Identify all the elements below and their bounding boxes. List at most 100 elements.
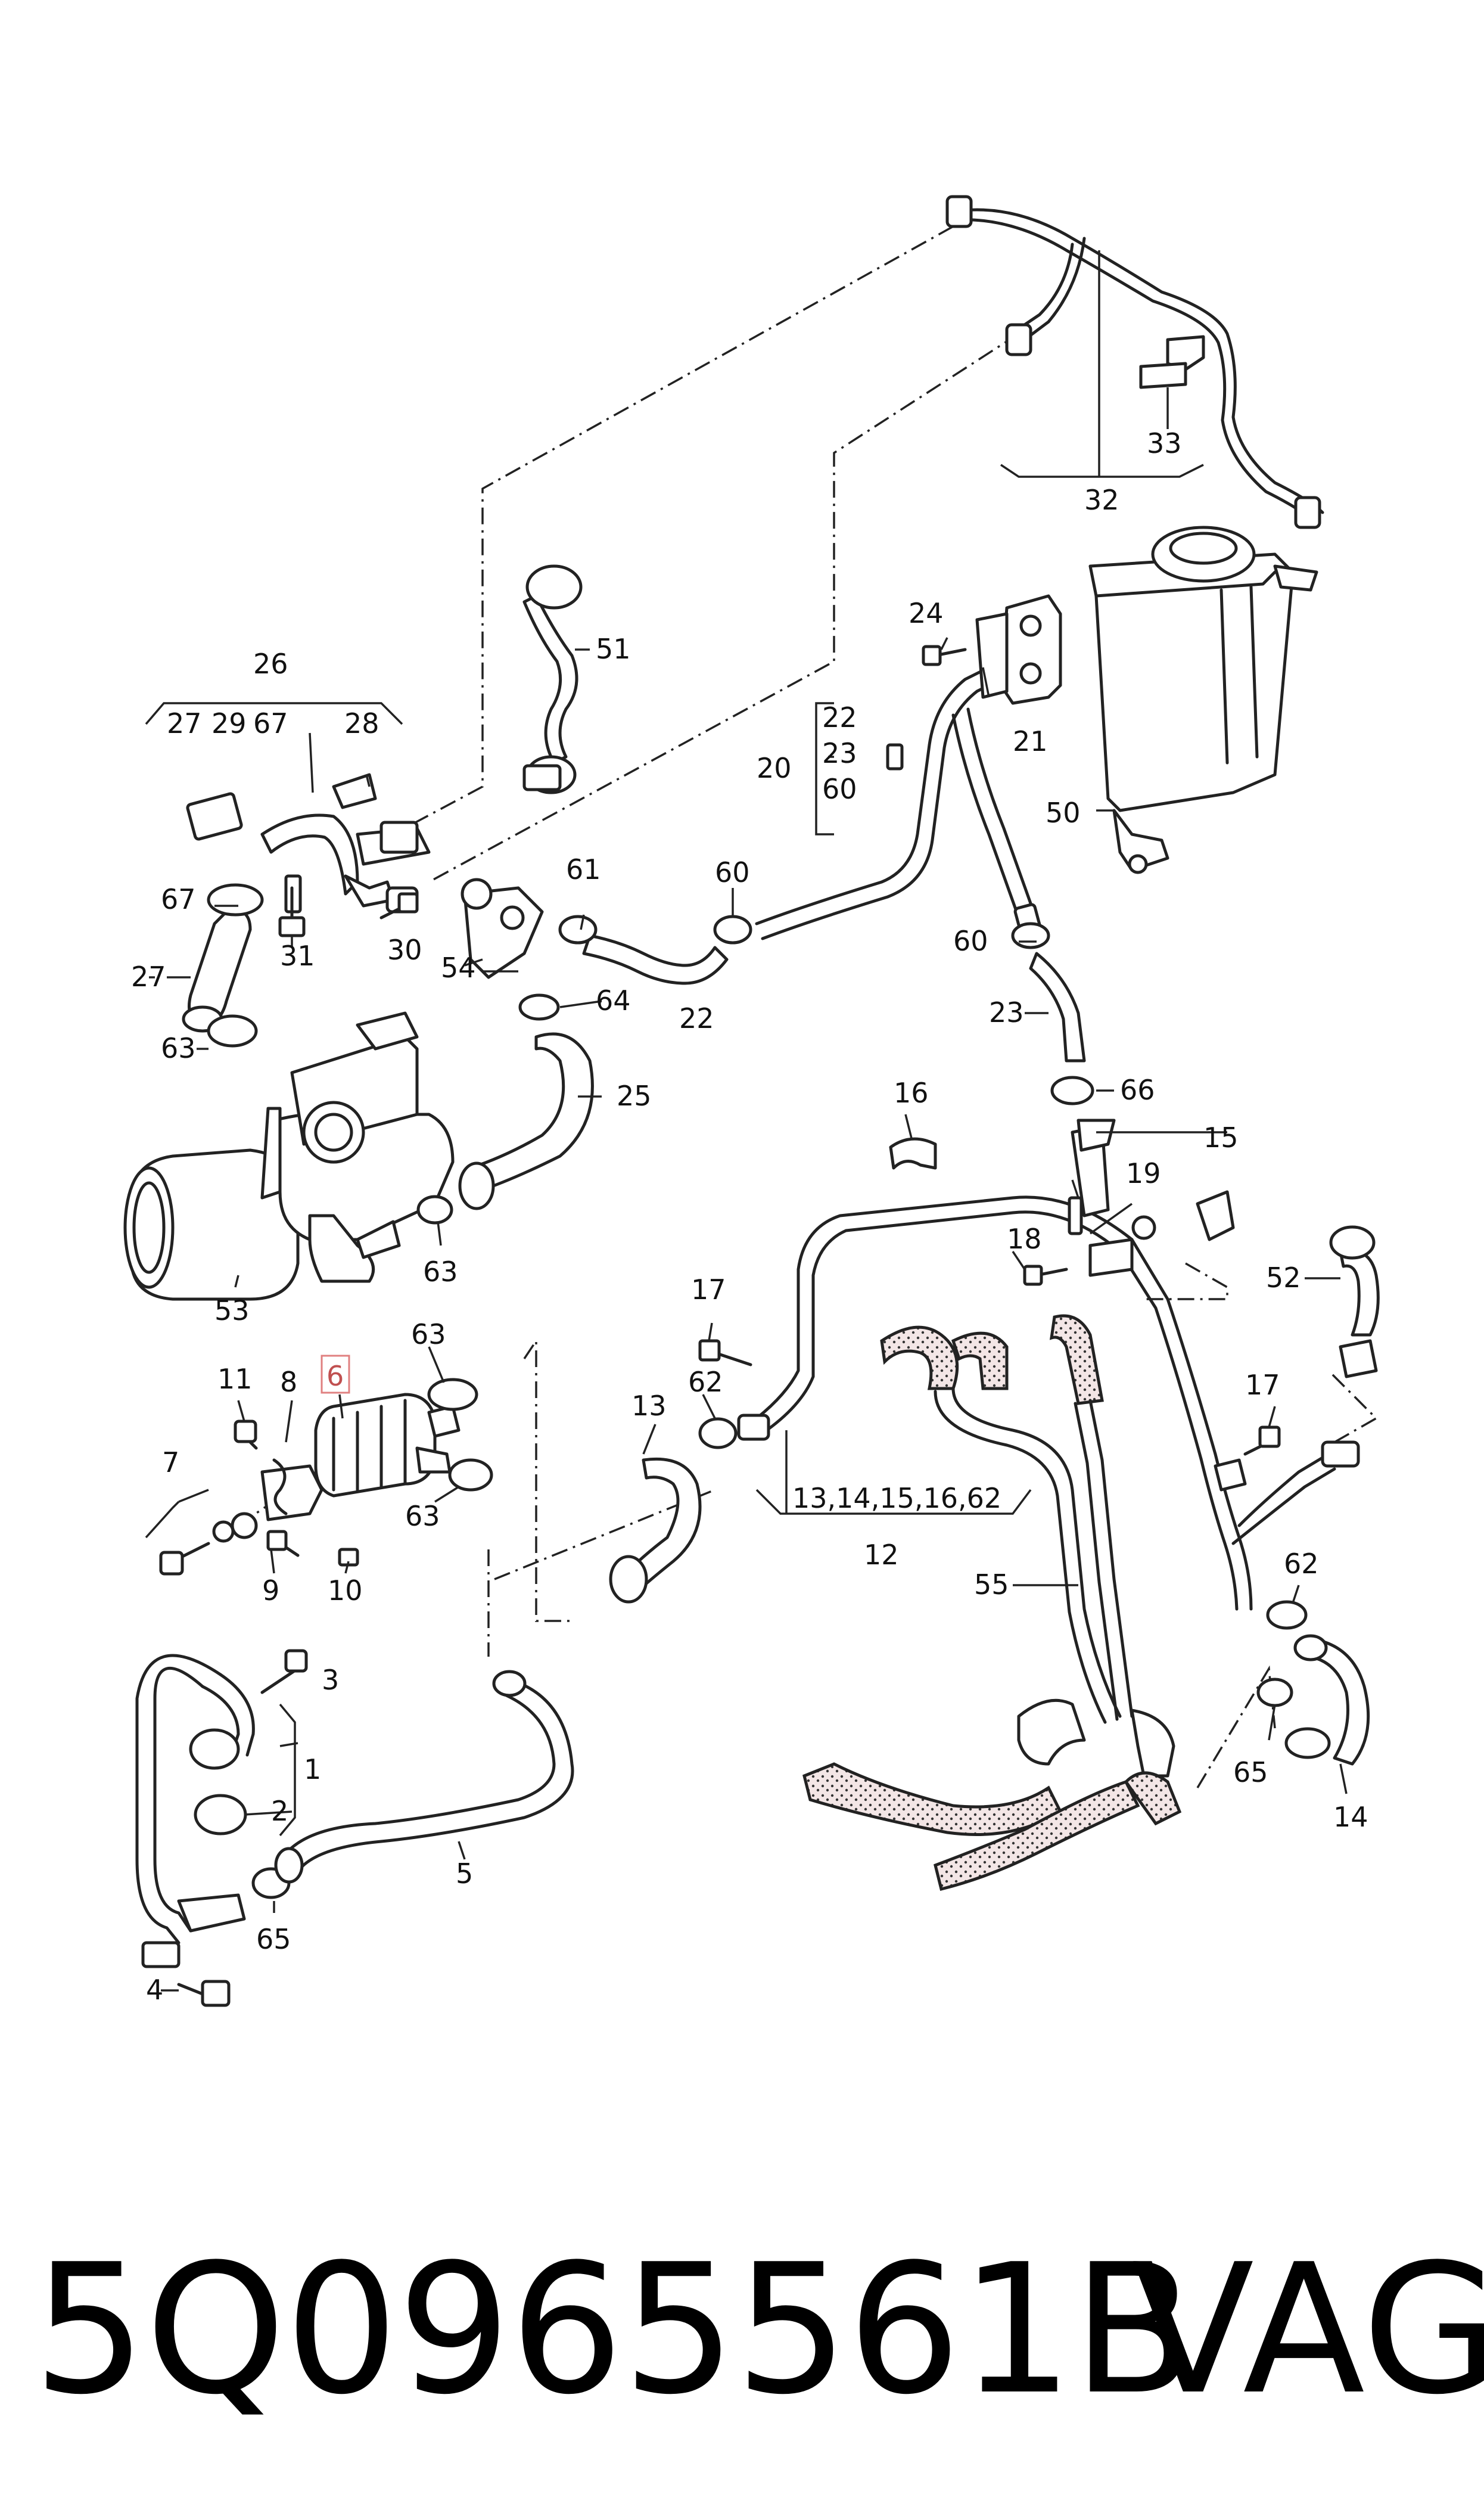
callout-26-a: 27 xyxy=(167,707,202,740)
callout-16: 16 xyxy=(894,1077,929,1109)
clamp-63-mid xyxy=(416,1195,453,1225)
callout-50: 50 xyxy=(1046,797,1081,829)
callout-60-top: 60 xyxy=(715,856,750,889)
callout-65-right: 65 xyxy=(1233,1756,1268,1788)
hose-22 xyxy=(558,915,752,985)
bolt-17-right xyxy=(1243,1425,1281,1456)
hose-52 xyxy=(1329,1225,1380,1378)
callout-26-b: 29 xyxy=(211,707,247,740)
callout-64: 64 xyxy=(596,984,631,1017)
callout-55: 55 xyxy=(974,1568,1009,1601)
bolt-18 xyxy=(1023,1265,1068,1286)
hose-assembly-55 xyxy=(802,1314,1182,1891)
clamp-63-pump-b xyxy=(448,1458,493,1492)
callout-9: 9 xyxy=(262,1574,279,1607)
callout-31: 31 xyxy=(280,940,315,972)
callout-18: 18 xyxy=(1007,1223,1042,1255)
callout-22: 22 xyxy=(679,1002,714,1035)
callout-13: 13 xyxy=(631,1390,667,1422)
callout-15: 15 xyxy=(1203,1122,1239,1154)
bolt-31 xyxy=(278,886,306,948)
highlight-box-6 xyxy=(321,1355,350,1394)
callout-2: 2 xyxy=(271,1795,288,1827)
brand-label: VAG xyxy=(1132,2226,1484,2434)
callout-61: 61 xyxy=(566,853,601,886)
clamp-62-right xyxy=(1266,1600,1308,1630)
bolt-24 xyxy=(922,645,967,666)
flange-21 xyxy=(975,594,1062,705)
callout-28: 28 xyxy=(344,707,379,740)
clamp-63-upper xyxy=(207,1014,258,1048)
callout-17-right: 17 xyxy=(1245,1369,1280,1401)
callout-26: 26 xyxy=(253,648,288,680)
hose-25 xyxy=(458,1032,594,1210)
callout-20-b: 23 xyxy=(822,737,857,769)
pipe-assembly-1 xyxy=(135,1654,255,1968)
expansion-tank-50 xyxy=(1088,526,1318,874)
callout-25: 25 xyxy=(617,1080,652,1112)
callout-30: 30 xyxy=(387,934,422,966)
callout-1: 1 xyxy=(304,1753,321,1785)
clip-15 xyxy=(1077,1119,1116,1152)
callout-20-a: 22 xyxy=(822,701,857,734)
callout-32: 32 xyxy=(1084,484,1119,516)
callout-17-left: 17 xyxy=(691,1274,726,1306)
clip-15b xyxy=(1196,1190,1235,1241)
clamp-65-right xyxy=(1256,1678,1293,1707)
callout-10: 10 xyxy=(328,1574,363,1607)
callout-12: 12 xyxy=(864,1539,899,1571)
callout-33: 33 xyxy=(1147,427,1182,459)
callout-51: 51 xyxy=(596,633,631,665)
callout-5: 5 xyxy=(456,1858,473,1890)
callout-23: 23 xyxy=(989,996,1024,1029)
callout-12-group: 13,14,15,16,62 xyxy=(792,1482,1001,1514)
callout-24: 24 xyxy=(909,597,944,629)
routing-lines xyxy=(238,225,1378,1788)
clip-33 xyxy=(1139,335,1205,429)
connector-54 xyxy=(461,878,544,979)
bracket-1 xyxy=(279,1703,296,1837)
callout-62-left: 62 xyxy=(688,1366,723,1398)
clamp-62-left xyxy=(698,1417,738,1449)
callout-11: 11 xyxy=(217,1363,253,1395)
callout-3: 3 xyxy=(322,1664,339,1696)
clamp-64 xyxy=(518,993,560,1021)
callout-67: 67 xyxy=(161,883,196,915)
clip-16 xyxy=(889,1137,937,1170)
bolt-17-left xyxy=(698,1339,752,1366)
housing-53 xyxy=(123,1011,455,1301)
callout-20-c: 60 xyxy=(822,773,857,805)
callout-7: 7 xyxy=(162,1446,179,1479)
callout-19: 19 xyxy=(1126,1157,1161,1189)
hose-14 xyxy=(1284,1634,1370,1766)
callout-63-b: 63 xyxy=(423,1256,458,1288)
clip-15-stem xyxy=(1068,1196,1083,1235)
bolt-3 xyxy=(260,1649,308,1694)
callout-62-right: 62 xyxy=(1284,1548,1319,1580)
callout-20: 20 xyxy=(757,752,792,784)
callout-14: 14 xyxy=(1333,1801,1368,1833)
clamp-66 xyxy=(1050,1076,1094,1105)
hose-13 xyxy=(609,1457,702,1604)
callout-66: 66 xyxy=(1120,1074,1155,1106)
callout-4: 4 xyxy=(146,1974,163,2006)
pipe-12 xyxy=(755,1125,1360,1611)
bolt-30 xyxy=(379,892,419,920)
callout-54: 54 xyxy=(441,952,476,984)
callout-63-c: 63 xyxy=(411,1318,446,1350)
leader-lines xyxy=(149,637,1348,1992)
callout-60-right: 60 xyxy=(953,925,988,957)
callout-65-left: 65 xyxy=(256,1923,291,1955)
coolant-tube-32 xyxy=(945,195,1324,529)
callouts: 1 2 3 4 5 6 7 8 9 10 11 12 13,14,15,16,6… xyxy=(131,427,1368,2006)
callout-6: 6 xyxy=(326,1360,344,1392)
callout-8: 8 xyxy=(280,1366,297,1398)
callout-52: 52 xyxy=(1266,1262,1301,1294)
callout-53: 53 xyxy=(214,1294,250,1327)
part-number: 5Q0965561B xyxy=(33,2226,1195,2434)
callout-27: 27 xyxy=(131,961,166,993)
clamp-63-pump-a xyxy=(427,1378,478,1411)
small-parts-7-11 xyxy=(145,1420,359,1576)
tube-20 xyxy=(755,654,1044,945)
